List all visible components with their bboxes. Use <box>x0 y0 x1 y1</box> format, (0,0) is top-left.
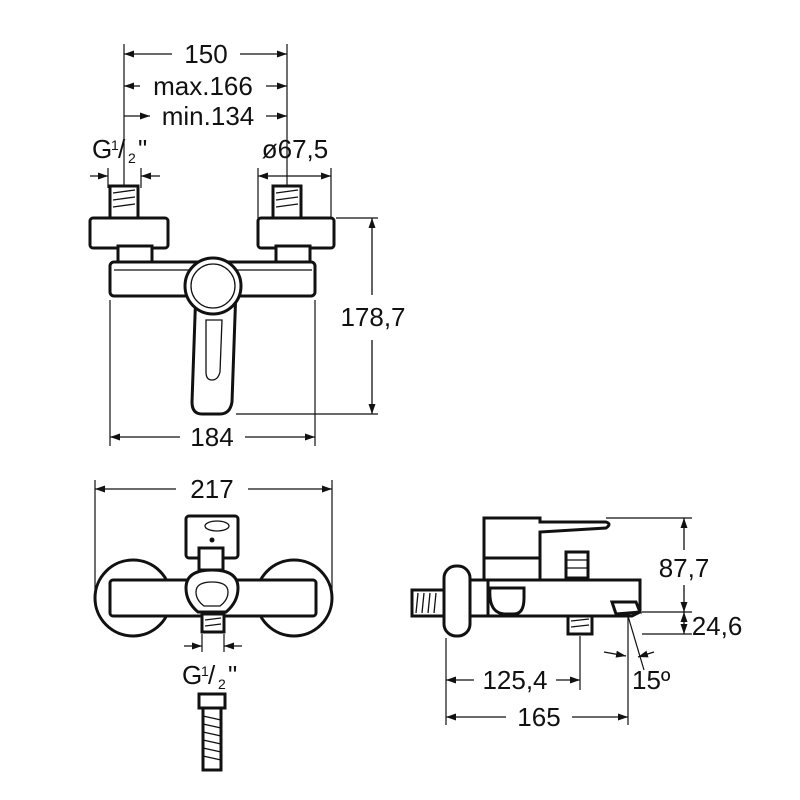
thread-bottom-g: G <box>182 660 202 690</box>
right-escutcheon <box>256 216 336 250</box>
dim-15-label: 15º <box>632 665 671 695</box>
diverter-knob <box>564 550 590 580</box>
thread-inch: " <box>138 134 147 164</box>
lever-handle <box>190 286 238 416</box>
bottom-view: 217 G 1 / 2 " <box>93 474 334 772</box>
hose-connector <box>197 692 227 710</box>
cartridge-cap <box>183 256 243 316</box>
dim-min-label: min.134 <box>162 101 255 131</box>
thread-label-bottom: G 1 / 2 " <box>182 660 237 692</box>
thread-g: G <box>92 134 112 164</box>
dim-diameter-label: ø67,5 <box>262 134 329 164</box>
thread-num: 1 <box>111 137 119 153</box>
outlet-thread <box>200 612 226 634</box>
thread-bottom-num: 1 <box>201 663 209 679</box>
left-escutcheon <box>88 216 170 250</box>
dim-150-label: 150 <box>184 39 227 69</box>
spout-side <box>609 600 643 616</box>
side-view: 87,7 24,6 125,4 15º 165 <box>410 516 743 732</box>
dim-217-label: 217 <box>190 474 233 504</box>
dim-15-arrow-right <box>637 650 655 658</box>
thread-label-top: G 1 / 2 " <box>92 134 147 166</box>
dim-15-arrow-left <box>603 650 627 658</box>
thread-den: 2 <box>128 150 136 166</box>
svg-text:/: / <box>118 134 126 164</box>
hose <box>201 706 223 772</box>
dim-24-label: 24,6 <box>692 611 743 641</box>
svg-text:/: / <box>208 660 216 690</box>
thread-bottom-den: 2 <box>218 676 226 692</box>
dim-165-label: 165 <box>517 702 560 732</box>
dim-height-label: 178,7 <box>340 302 405 332</box>
dim-125-label: 125,4 <box>482 665 547 695</box>
thread-bottom-inch: " <box>228 660 237 690</box>
front-view: 150 max.166 min.134 G 1 / 2 " ø67,5 <box>88 39 406 452</box>
right-inlet-thread <box>271 184 303 220</box>
dim-width-label: 184 <box>190 422 233 452</box>
dim-max-label: max.166 <box>153 71 253 101</box>
dim-87-label: 87,7 <box>659 553 710 583</box>
escutcheon-side <box>442 564 472 638</box>
